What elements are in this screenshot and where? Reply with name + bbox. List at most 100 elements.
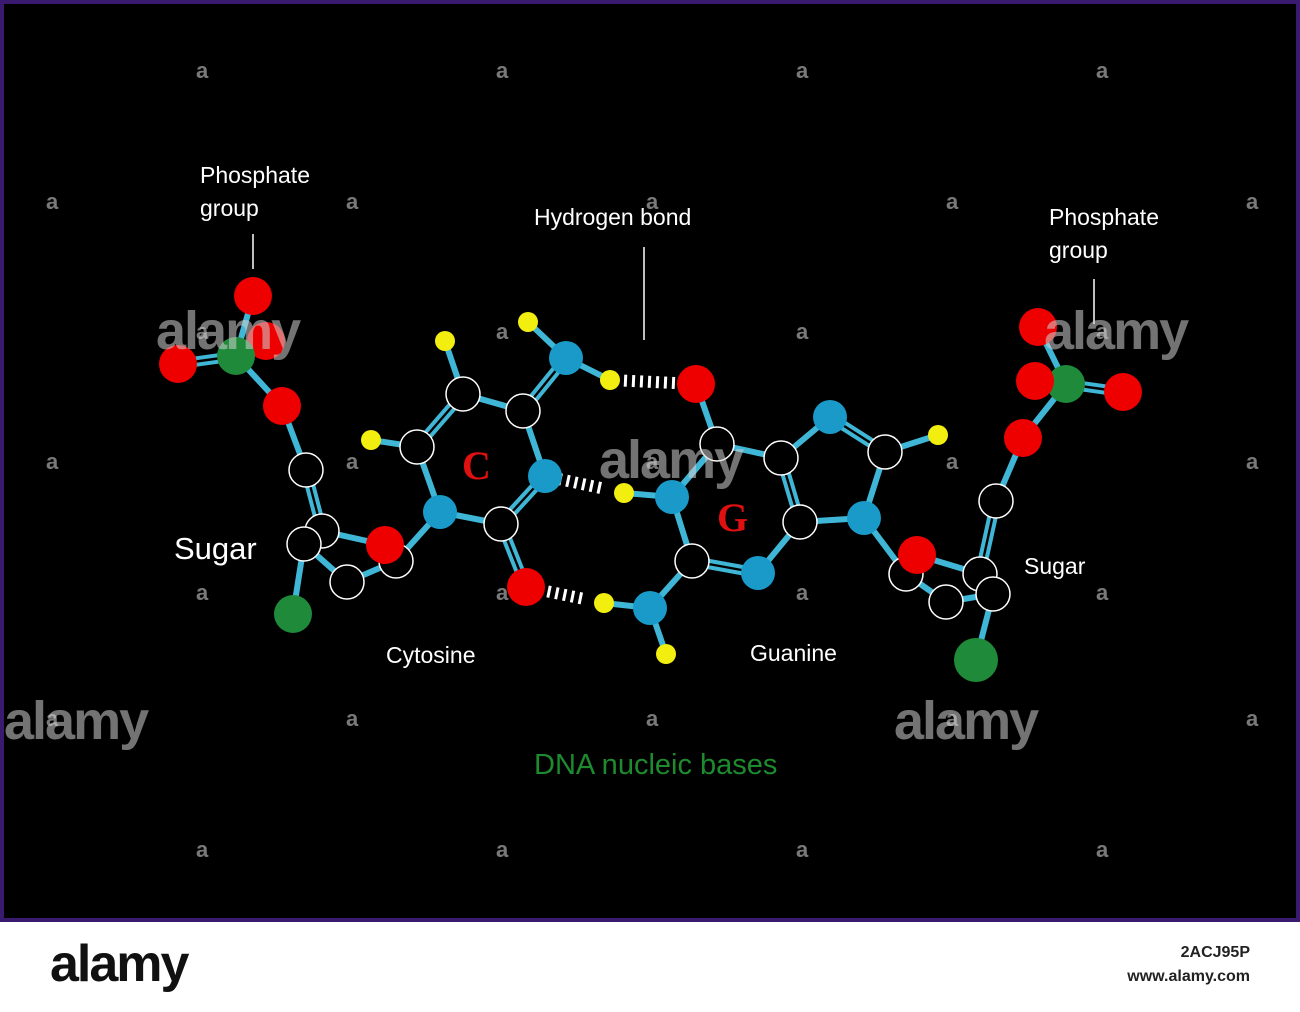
hydrogen-atom (656, 644, 676, 664)
oxygen-atom (1104, 373, 1142, 411)
carbon-atom (975, 576, 1011, 612)
hydrogen-bond-label: Hydrogen bond (534, 204, 692, 230)
oxygen-atom (1019, 308, 1057, 346)
watermark-glyph: a (496, 58, 509, 83)
watermark-glyph: a (1246, 706, 1259, 731)
watermark-glyph: a (196, 580, 209, 605)
watermark-glyph: a (796, 319, 809, 344)
guanine-label: Guanine (750, 640, 837, 666)
watermark-glyph: a (196, 319, 209, 344)
watermark-glyph: a (946, 449, 959, 474)
watermark-glyph: a (196, 58, 209, 83)
carbon-atom (286, 526, 322, 562)
carbon-atom (483, 506, 519, 542)
watermark-brand: alamy (894, 691, 1039, 751)
watermark-brand: alamy (4, 691, 149, 751)
carbon-atom (674, 543, 710, 579)
hydrogen-bond-line (538, 583, 586, 605)
phosphorus-atom (217, 337, 255, 375)
watermark-glyph: a (46, 189, 59, 214)
watermark-brand: alamy (156, 301, 301, 361)
watermark-glyph: a (646, 189, 659, 214)
nitrogen-atom (655, 480, 689, 514)
carbon-atom (978, 483, 1014, 519)
molecule-diagram (159, 234, 1142, 682)
oxygen-atom (898, 536, 936, 574)
alamy-logo: alamy (50, 935, 189, 993)
guanine-letter: G (717, 495, 749, 540)
phosphate-group-left-label: Phosphate group (200, 162, 310, 221)
sugar-right-label: Sugar (1024, 553, 1086, 579)
watermark-glyph: a (496, 319, 509, 344)
hydrogen-bond-line (557, 473, 606, 495)
carbon-atom (782, 504, 818, 540)
hydrogen-atom (361, 430, 381, 450)
nitrogen-atom (633, 591, 667, 625)
watermark-glyph: a (646, 706, 659, 731)
watermark-brand: alamy (599, 430, 744, 490)
watermark-glyph: a (796, 58, 809, 83)
oxygen-atom (234, 277, 272, 315)
watermark-glyph: a (1096, 580, 1109, 605)
hydrogen-atom (518, 312, 538, 332)
watermark-glyph: a (496, 837, 509, 862)
carbon-atom (763, 440, 799, 476)
watermark-glyph: a (346, 706, 359, 731)
watermark-glyph: a (496, 580, 509, 605)
nitrogen-atom (423, 495, 457, 529)
carbon-atom (867, 434, 903, 470)
oxygen-atom (263, 387, 301, 425)
oxygen-atom (677, 365, 715, 403)
watermark-glyph: a (46, 449, 59, 474)
hydrogen-atom (435, 331, 455, 351)
watermark-glyph: a (646, 449, 659, 474)
phosphate-group-right-label: Phosphate group (1049, 204, 1159, 263)
watermark-glyph: a (946, 189, 959, 214)
sugar-left-label: Sugar (174, 531, 257, 566)
phosphorus-atom (274, 595, 312, 633)
watermark-glyph: a (1246, 449, 1259, 474)
watermark-glyph: a (946, 706, 959, 731)
oxygen-atom (507, 568, 545, 606)
hydrogen-atom (614, 483, 634, 503)
oxygen-atom (1016, 362, 1054, 400)
watermark-brand: alamy (1044, 301, 1189, 361)
watermark-glyph: a (196, 837, 209, 862)
hydrogen-atom (600, 370, 620, 390)
oxygen-atom (247, 322, 285, 360)
carbon-atom (288, 452, 324, 488)
nitrogen-atom (549, 341, 583, 375)
carbon-atom (505, 393, 541, 429)
nitrogen-atom (741, 556, 775, 590)
nitrogen-atom (847, 501, 881, 535)
oxygen-atom (366, 526, 404, 564)
hydrogen-atom (928, 425, 948, 445)
cytosine-label: Cytosine (386, 642, 476, 668)
hydrogen-atom (594, 593, 614, 613)
carbon-atom (399, 429, 435, 465)
watermark-glyph: a (1096, 319, 1109, 344)
watermark-glyph: a (1246, 189, 1259, 214)
watermark-glyph: a (346, 449, 359, 474)
phosphorus-atom (1047, 365, 1085, 403)
oxygen-atom (159, 345, 197, 383)
image-id: 2ACJ95P (1180, 944, 1250, 961)
watermark-glyph: a (46, 706, 59, 731)
carbon-atom (928, 584, 964, 620)
diagram-title: DNA nucleic bases (534, 749, 778, 781)
watermark-glyph: a (1096, 58, 1109, 83)
watermark-glyph: a (796, 837, 809, 862)
carbon-atom (329, 564, 365, 600)
watermark-glyph: a (346, 189, 359, 214)
cytosine-letter: C (462, 443, 491, 488)
nitrogen-atom (813, 400, 847, 434)
phosphorus-atom (954, 638, 998, 682)
hydrogen-bond-line (623, 374, 677, 390)
nitrogen-atom (528, 459, 562, 493)
carbon-atom (445, 376, 481, 412)
watermark-glyph: a (1096, 837, 1109, 862)
carbon-atom (699, 426, 735, 462)
watermark-glyph: a (796, 580, 809, 605)
image-url: www.alamy.com (1127, 968, 1250, 985)
